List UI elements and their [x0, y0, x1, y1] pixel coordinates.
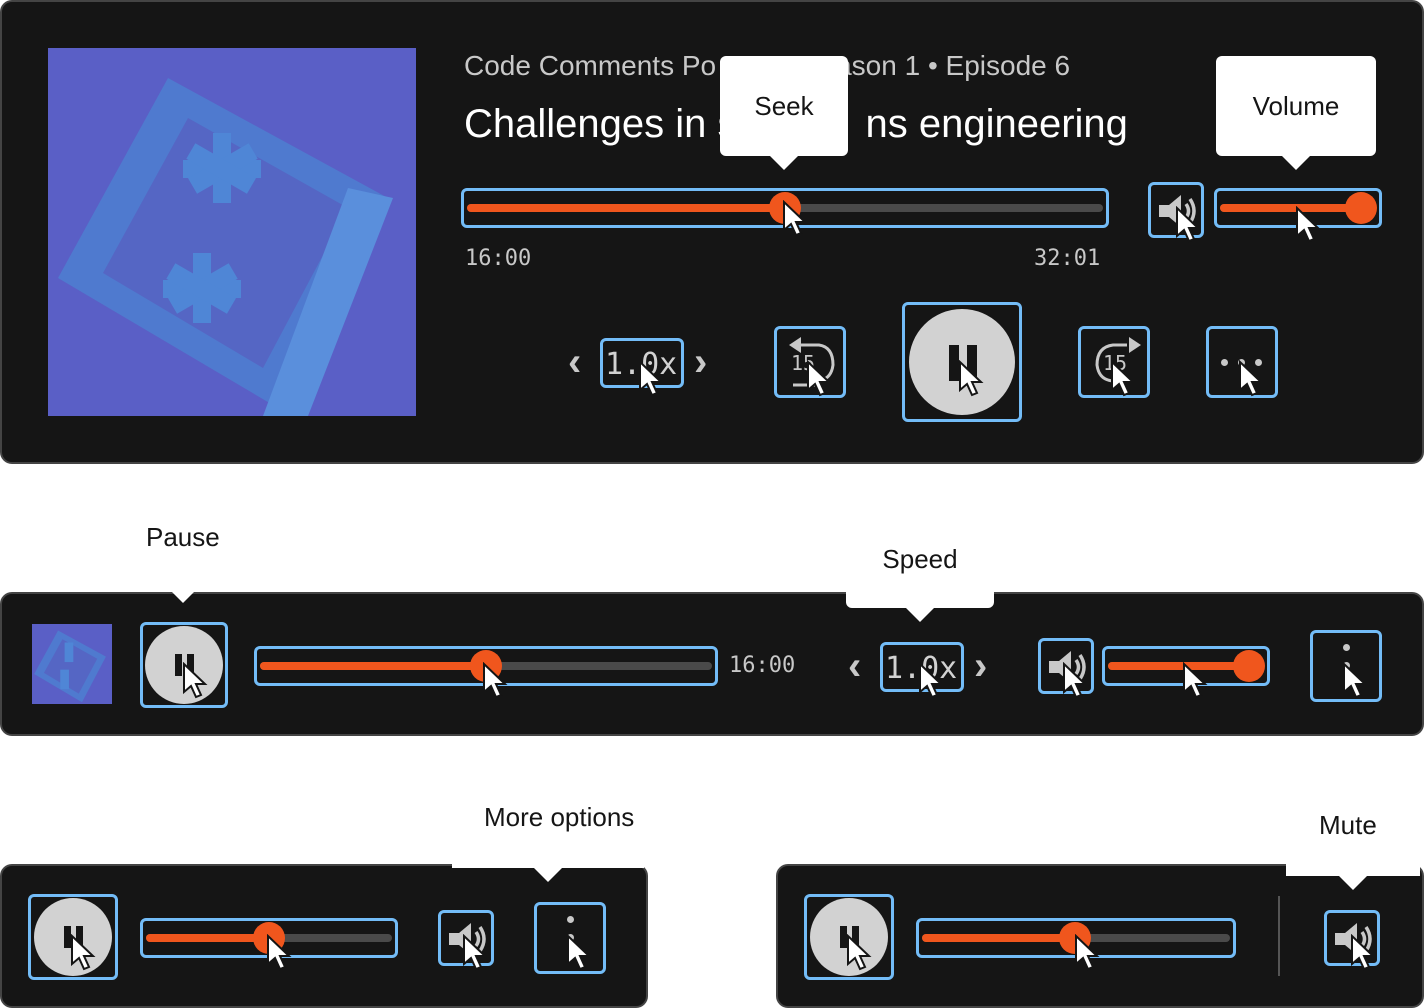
volume-slider[interactable] [1214, 188, 1382, 228]
pause-button-circle [909, 309, 1015, 415]
speed-value: 1.0x [605, 347, 678, 382]
skip-forward-seconds: 15 [1103, 351, 1128, 375]
full-player-panel: Code Comments Po ason 1 • Episode 6 Chall… [0, 0, 1424, 464]
mute-button[interactable] [438, 910, 494, 966]
more-options-button[interactable] [1310, 630, 1382, 702]
mute-button[interactable] [1038, 638, 1094, 694]
more-options-label: More options [484, 802, 635, 832]
skip-back-button[interactable]: 15 [774, 326, 846, 398]
minimal-player-panel [0, 864, 648, 1008]
podcast-line-right: ason 1 • Episode 6 [836, 50, 1071, 81]
episode-title-right: ns engineering [865, 102, 1128, 146]
chevron-right-icon[interactable]: › [694, 340, 708, 384]
seek-fill [260, 662, 486, 670]
pause-icon [949, 345, 959, 381]
pause-icon-bar [967, 345, 977, 381]
pause-icon-bar [852, 926, 859, 948]
seek-fill [922, 934, 1076, 942]
pause-tooltip: Pause [146, 522, 220, 552]
mute-tooltip [1286, 856, 1420, 890]
pause-button[interactable] [804, 894, 894, 980]
pause-button[interactable] [28, 894, 118, 980]
speed-button[interactable]: 1.0x [600, 338, 684, 388]
seek-handle[interactable] [253, 922, 285, 954]
duration-time: 32:01 [1034, 246, 1101, 271]
seek-handle[interactable] [1059, 922, 1091, 954]
seek-fill [146, 934, 269, 942]
pause-icon [64, 926, 71, 948]
skip-forward-icon [1095, 337, 1141, 383]
episode-title: Challenges in s ns engineering [464, 102, 1128, 147]
chevron-left-icon[interactable]: ‹ [848, 644, 862, 688]
minimal-player-mute-panel [776, 864, 1424, 1008]
pause-icon [175, 654, 182, 676]
speaker-icon [1159, 195, 1196, 227]
pause-button[interactable] [140, 622, 228, 708]
volume-handle[interactable] [1345, 192, 1377, 224]
seek-slider[interactable] [140, 918, 398, 958]
seek-slider[interactable] [461, 188, 1109, 228]
volume-slider[interactable] [1102, 646, 1270, 686]
mute-button[interactable] [1148, 182, 1204, 238]
episode-title-left: Challenges in s [464, 102, 738, 146]
seek-handle[interactable] [470, 650, 502, 682]
skip-forward-button[interactable]: 15 [1078, 326, 1150, 398]
seek-slider[interactable] [916, 918, 1236, 958]
pause-icon-bar [187, 654, 194, 676]
volume-handle[interactable] [1233, 650, 1265, 682]
speed-value: 1.0x [885, 651, 958, 686]
artwork-icon [32, 624, 112, 704]
speed-button[interactable]: 1.0x [880, 642, 964, 692]
elapsed-time: 16:00 [465, 246, 532, 271]
pause-icon-bar [76, 926, 83, 948]
pause-button[interactable] [902, 302, 1022, 422]
mute-label: Mute [1319, 810, 1377, 840]
more-options-button[interactable] [1206, 326, 1278, 398]
seek-handle[interactable] [769, 192, 801, 224]
more-options-button[interactable] [534, 902, 606, 974]
pause-icon [840, 926, 847, 948]
speaker-icon [1049, 651, 1086, 683]
seek-fill [467, 204, 785, 212]
pause-button-circle [34, 898, 112, 976]
podcast-line: Code Comments Po ason 1 • Episode 6 [464, 50, 1070, 82]
pause-tooltip-arrow [172, 592, 194, 603]
pause-button-circle [145, 626, 223, 704]
speaker-icon [1335, 923, 1372, 955]
more-options-tooltip [452, 848, 644, 882]
speaker-icon [449, 923, 486, 955]
skip-back-seconds: 15 [791, 351, 816, 375]
seek-tooltip: Seek [720, 56, 848, 170]
artwork-icon [48, 48, 416, 416]
pause-button-circle [810, 898, 888, 976]
podcast-line-left: Code Comments Po [464, 50, 717, 81]
mute-button[interactable] [1324, 910, 1380, 966]
chevron-left-icon[interactable]: ‹ [568, 340, 582, 384]
chevron-right-icon[interactable]: › [974, 644, 988, 688]
elapsed-time: 16:00 [729, 653, 796, 678]
seek-slider[interactable] [254, 646, 718, 686]
volume-tooltip: Volume [1216, 56, 1376, 170]
speed-tooltip: Speed [846, 520, 994, 622]
divider [1278, 896, 1280, 976]
compact-player-panel: 16:00 ‹ 1.0x › [0, 592, 1424, 736]
